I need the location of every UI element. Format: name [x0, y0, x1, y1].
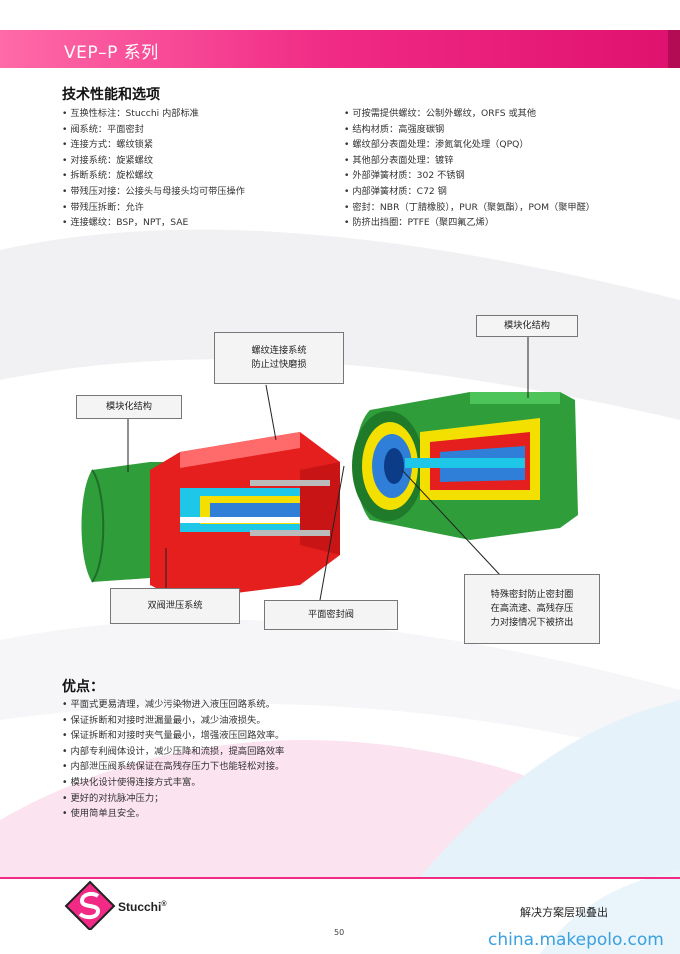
list-item: 螺纹部分表面处理：渗氮氧化处理（QPQ）	[344, 137, 595, 153]
list-item: 带残压拆断：允许	[62, 200, 245, 216]
brand-text: Stucchi	[118, 900, 162, 914]
watermark: china.makepolo.com	[488, 930, 664, 950]
leader-lines	[127, 337, 529, 601]
list-item: 可按需提供螺纹：公制外螺纹，ORFS 或其他	[344, 106, 595, 122]
advantages-heading: 优点：	[62, 679, 104, 695]
callout-label: 特殊密封防止密封圈 在高流速、高残存压 力对接情况下被挤出	[490, 589, 574, 628]
list-item: 内部弹簧材质：C72 钢	[344, 184, 595, 200]
registered-mark: ®	[161, 901, 167, 908]
footer-divider	[0, 877, 680, 879]
page-number: 50	[334, 928, 345, 937]
specs-right-list: 可按需提供螺纹：公制外螺纹，ORFS 或其他 结构材质：高强度碳钢 螺纹部分表面…	[344, 106, 595, 231]
title-bar-tab	[668, 30, 680, 68]
list-item: 带残压对接：公接头与母接头均可带压操作	[62, 184, 245, 200]
list-item: 互换性标注：Stucchi 内部标准	[62, 106, 245, 122]
callout-label: 模块化结构	[504, 320, 550, 331]
list-item: 密封：NBR（丁腈橡胶），PUR（聚氨酯），POM（聚甲醛）	[344, 200, 595, 216]
callout-double-valve: 双阀泄压系统	[110, 588, 240, 624]
list-item: 保证拆断和对接时泄漏量最小，减少油液损失。	[62, 713, 284, 729]
female-coupling	[352, 392, 578, 540]
specs-heading: 技术性能和选项	[62, 87, 160, 103]
advantages-list: 平面式更易清理，减少污染物进入液压回路系统。 保证拆断和对接时泄漏量最小，减少油…	[62, 697, 284, 822]
stucchi-logo-icon	[64, 880, 116, 930]
list-item: 连接螺纹：BSP，NPT，SAE	[62, 215, 245, 231]
callout-modular-left: 模块化结构	[76, 395, 182, 419]
callout-label: 平面密封阀	[308, 609, 354, 620]
callout-special-seal: 特殊密封防止密封圈 在高流速、高残存压 力对接情况下被挤出	[464, 574, 600, 644]
list-item: 使用简单且安全。	[62, 806, 284, 822]
list-item: 模块化设计使得连接方式丰富。	[62, 775, 284, 791]
brand-name: Stucchi®	[118, 900, 167, 914]
list-item: 外部弹簧材质：302 不锈钢	[344, 168, 595, 184]
male-coupling	[81, 432, 340, 600]
list-item: 内部专利阀体设计，减少压降和流损，提高回路效率	[62, 744, 284, 760]
list-item: 防挤出挡圈：PTFE（聚四氟乙烯）	[344, 215, 595, 231]
list-item: 拆断系统：旋松螺纹	[62, 168, 245, 184]
list-item: 其他部分表面处理：镀锌	[344, 153, 595, 169]
specs-left-list: 互换性标注：Stucchi 内部标准 阀系统：平面密封 连接方式：螺纹锁紧 对接…	[62, 106, 245, 231]
list-item: 连接方式：螺纹锁紧	[62, 137, 245, 153]
callout-label: 双阀泄压系统	[147, 600, 203, 611]
page-title: VEP–P 系列	[64, 43, 159, 63]
callout-thread-system: 螺纹连接系统 防止过快磨损	[214, 332, 344, 384]
callout-modular-right: 模块化结构	[476, 315, 578, 337]
callout-label: 螺纹连接系统 防止过快磨损	[251, 345, 307, 370]
callout-label: 模块化结构	[106, 401, 152, 412]
list-item: 阀系统：平面密封	[62, 122, 245, 138]
coupling-cutaway-illustration	[81, 337, 578, 601]
footer-slogan: 解决方案层现叠出	[520, 906, 608, 919]
list-item: 内部泄压阀系统保证在高残存压力下也能轻松对接。	[62, 759, 284, 775]
list-item: 结构材质：高强度碳钢	[344, 122, 595, 138]
list-item: 对接系统：旋紧螺纹	[62, 153, 245, 169]
callout-flat-valve: 平面密封阀	[264, 600, 398, 630]
list-item: 更好的对抗脉冲压力；	[62, 791, 284, 807]
list-item: 平面式更易清理，减少污染物进入液压回路系统。	[62, 697, 284, 713]
list-item: 保证拆断和对接时夹气量最小，增强液压回路效率。	[62, 728, 284, 744]
page-title-bar: VEP–P 系列	[0, 30, 668, 68]
